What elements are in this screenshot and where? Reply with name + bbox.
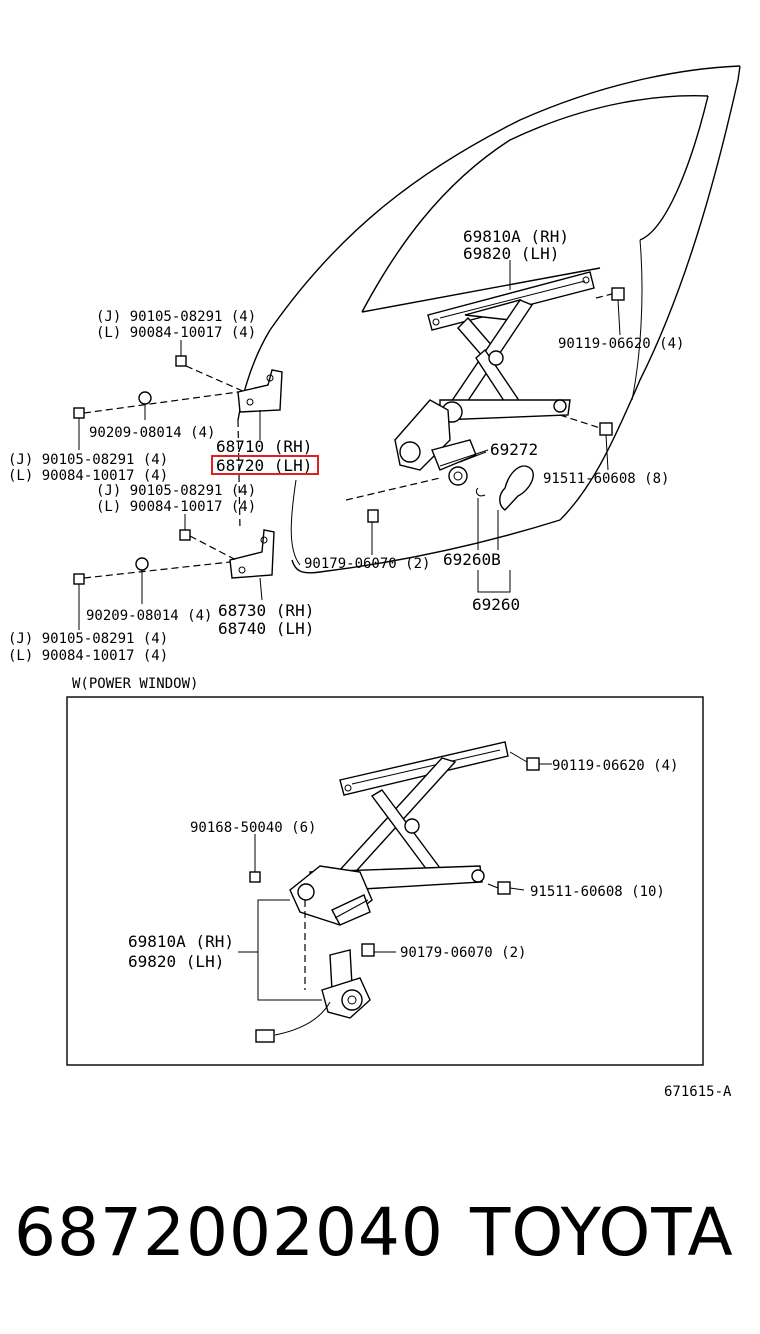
- label-91511-top: 91511-60608 (8): [543, 471, 669, 487]
- door-outline: [237, 65, 741, 574]
- label-90105-j-4: (J) 90105-08291 (4): [8, 631, 168, 647]
- window-handle: [475, 465, 534, 511]
- label-68730: 68730 (RH): [218, 601, 314, 620]
- label-90119-06620-power: 90119-06620 (4): [552, 758, 678, 774]
- window-motor: [255, 949, 371, 1043]
- label-68710: 68710 (RH): [216, 437, 312, 456]
- parts-diagram: 69810A (RH) 69820 (LH) 90119-06620 (4) (…: [8, 65, 741, 1100]
- section-power-window: W(POWER WINDOW): [72, 676, 198, 692]
- label-90084-l-3: (L) 90084-10017 (4): [96, 499, 256, 515]
- label-90209-upper: 90209-08014 (4): [89, 425, 215, 441]
- label-90105-j-1: (J) 90105-08291 (4): [96, 309, 256, 325]
- label-90179-power: 90179-06070 (2): [400, 945, 526, 961]
- label-90105-j-3: (J) 90105-08291 (4): [96, 483, 256, 499]
- label-68740: 68740 (LH): [218, 619, 314, 638]
- brand-name: TOYOTA: [470, 1194, 734, 1271]
- label-69272: 69272: [490, 440, 538, 459]
- label-69810a: 69810A (RH): [463, 227, 569, 246]
- upper-hinge: [237, 369, 283, 413]
- label-90179-top: 90179-06070 (2): [304, 556, 430, 572]
- footer: 6872002040 TOYOTA: [0, 1180, 760, 1290]
- label-68720-highlighted: 68720 (LH): [216, 456, 312, 475]
- label-90168: 90168-50040 (6): [190, 820, 316, 836]
- window-regulator-manual: [394, 271, 595, 486]
- label-69260: 69260: [472, 595, 520, 614]
- dashed-leaders: [83, 293, 613, 579]
- lower-hinge: [229, 529, 275, 579]
- label-69820: 69820 (LH): [463, 244, 559, 263]
- highlight-box: [211, 455, 319, 475]
- part-number: 6872002040: [14, 1194, 444, 1271]
- window-regulator-power: [289, 741, 509, 926]
- label-90105-j-2: (J) 90105-08291 (4): [8, 452, 168, 468]
- label-69810a-power: 69810A (RH): [128, 932, 234, 951]
- label-90119-06620-top: 90119-06620 (4): [558, 336, 684, 352]
- fasteners-top: [73, 287, 625, 585]
- label-90084-l-2: (L) 90084-10017 (4): [8, 468, 168, 484]
- label-90084-l-4: (L) 90084-10017 (4): [8, 648, 168, 664]
- solid-leaders: [78, 260, 621, 630]
- label-91511-power: 91511-60608 (10): [530, 884, 665, 900]
- power-leaders: [238, 751, 552, 1001]
- power-fasteners: [249, 757, 540, 957]
- figure-id: 671615-A: [664, 1084, 732, 1100]
- label-90209-lower: 90209-08014 (4): [86, 608, 212, 624]
- label-90084-l-1: (L) 90084-10017 (4): [96, 325, 256, 341]
- label-69260b: 69260B: [443, 550, 501, 569]
- label-69820-power: 69820 (LH): [128, 952, 224, 971]
- power-window-box: [66, 696, 704, 1066]
